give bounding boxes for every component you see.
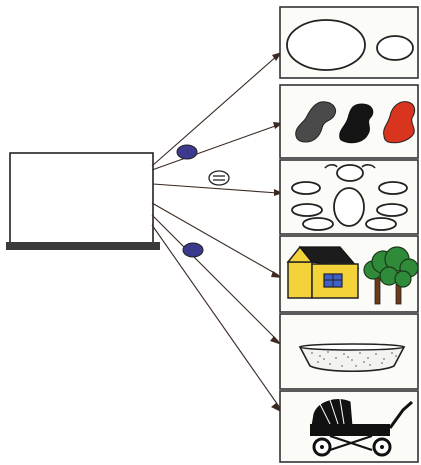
filled-oval-marker [176,144,198,160]
arrow-to-panel-6 [151,224,281,409]
house-and-trees-icon [286,245,419,305]
panel-column [279,6,419,463]
trees-icon [363,246,419,305]
arrow-to-panel-4 [151,202,279,276]
projection-screen-icon [6,152,160,250]
arrow-to-panel-5 [151,214,279,342]
arrowhead-panel-5 [270,336,282,345]
arrowhead-panel-3 [274,189,283,196]
arrow-to-panel-3 [152,183,279,194]
arrow-to-panel-1 [151,54,279,167]
large-and-small-oval-icon [286,19,414,71]
oval-arrangement-icon [291,164,408,231]
house-icon [286,245,360,299]
baby-stroller-icon [310,398,413,457]
screen-stand-bar [6,242,160,250]
dark-and-red-blobs-icon [295,101,416,144]
dotted-basin-icon [298,343,406,373]
connector-arrows [151,52,283,413]
markers [176,144,230,258]
equals-oval-marker [208,170,230,186]
filled-oval-marker [182,242,204,258]
arrow-to-panel-2 [151,124,279,171]
